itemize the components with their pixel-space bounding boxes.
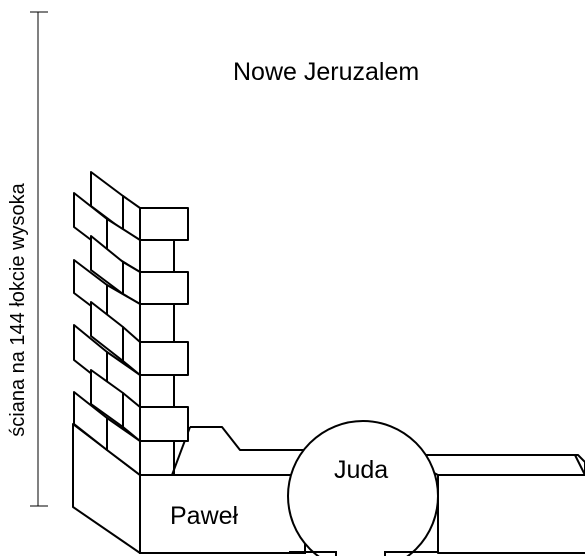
pawel-label: Paweł (170, 502, 239, 530)
ledge-outline (190, 426, 316, 457)
juda-label: Juda (334, 456, 388, 484)
right-slab-front (437, 474, 585, 554)
brick (106, 417, 141, 476)
juda-stone-base (384, 551, 438, 556)
brick (139, 374, 175, 408)
height-dimension (30, 11, 48, 507)
brick (139, 207, 189, 241)
right-slab (401, 454, 585, 554)
brick (139, 271, 189, 305)
brick-wall-side (73, 171, 141, 476)
brick (139, 406, 189, 442)
brick (139, 303, 175, 343)
brick-wall-front (139, 207, 189, 475)
right-slab-edge (574, 454, 585, 476)
juda-stone-circle (287, 420, 439, 556)
brick (139, 341, 189, 376)
brick (139, 239, 175, 273)
height-label: ściana na 144 łokcie wysoka (7, 182, 29, 436)
diagram-title: Nowe Jeruzalem (233, 58, 419, 86)
juda-stone-base (289, 551, 337, 556)
juda-stone (287, 420, 439, 556)
